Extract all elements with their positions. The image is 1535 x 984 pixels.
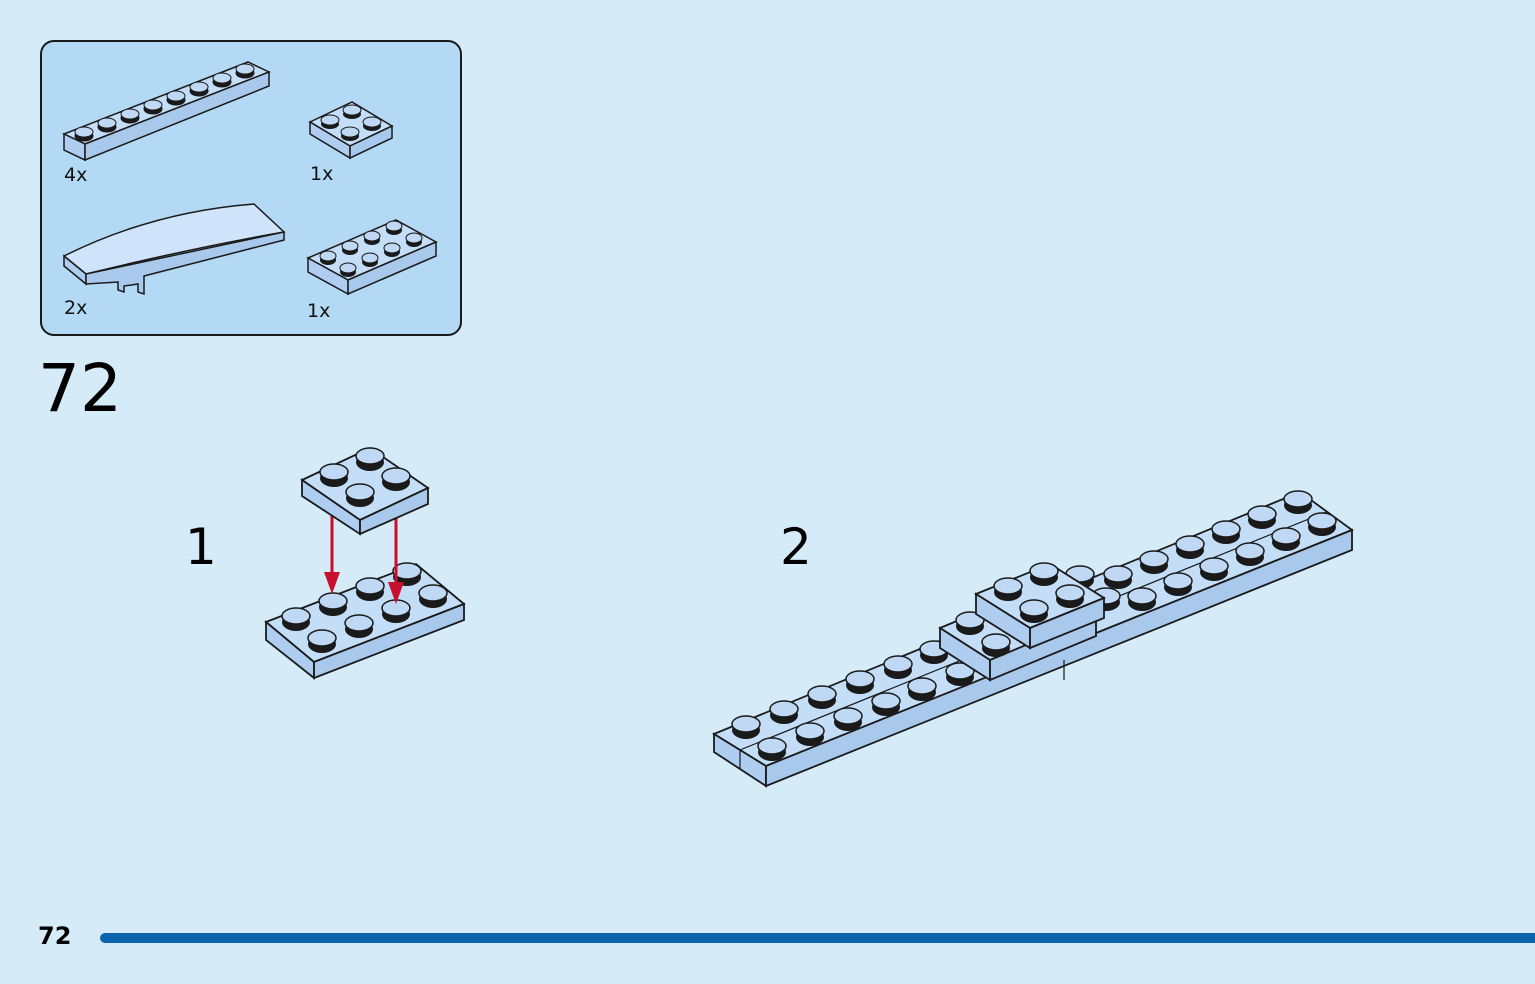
plate-2x4-bottom [264,562,466,680]
plate-2x4-icon [306,219,438,296]
qty-plate-1x8: 4x [64,164,88,186]
page-number: 72 [38,922,72,950]
qty-wedge-curved-slope: 2x [64,297,88,319]
substep-2-label: 2 [780,518,812,576]
qty-plate-2x4: 1x [307,300,331,322]
substep-2-illustration [712,490,1354,788]
substep-1-illustration [264,446,466,680]
step-number: 72 [38,350,122,427]
substep-1-label: 1 [185,518,217,576]
page-progress-bar [100,933,1535,943]
plate-2x2-icon [308,101,394,160]
plate-2x2-top [300,446,430,536]
parts-list-box: 4x 1x 2x 1x [40,40,462,336]
qty-plate-2x2: 1x [310,163,334,185]
wedge-curved-slope-icon [62,203,286,296]
plate-1x8-icon [62,61,271,162]
placement-arrows [324,516,404,604]
